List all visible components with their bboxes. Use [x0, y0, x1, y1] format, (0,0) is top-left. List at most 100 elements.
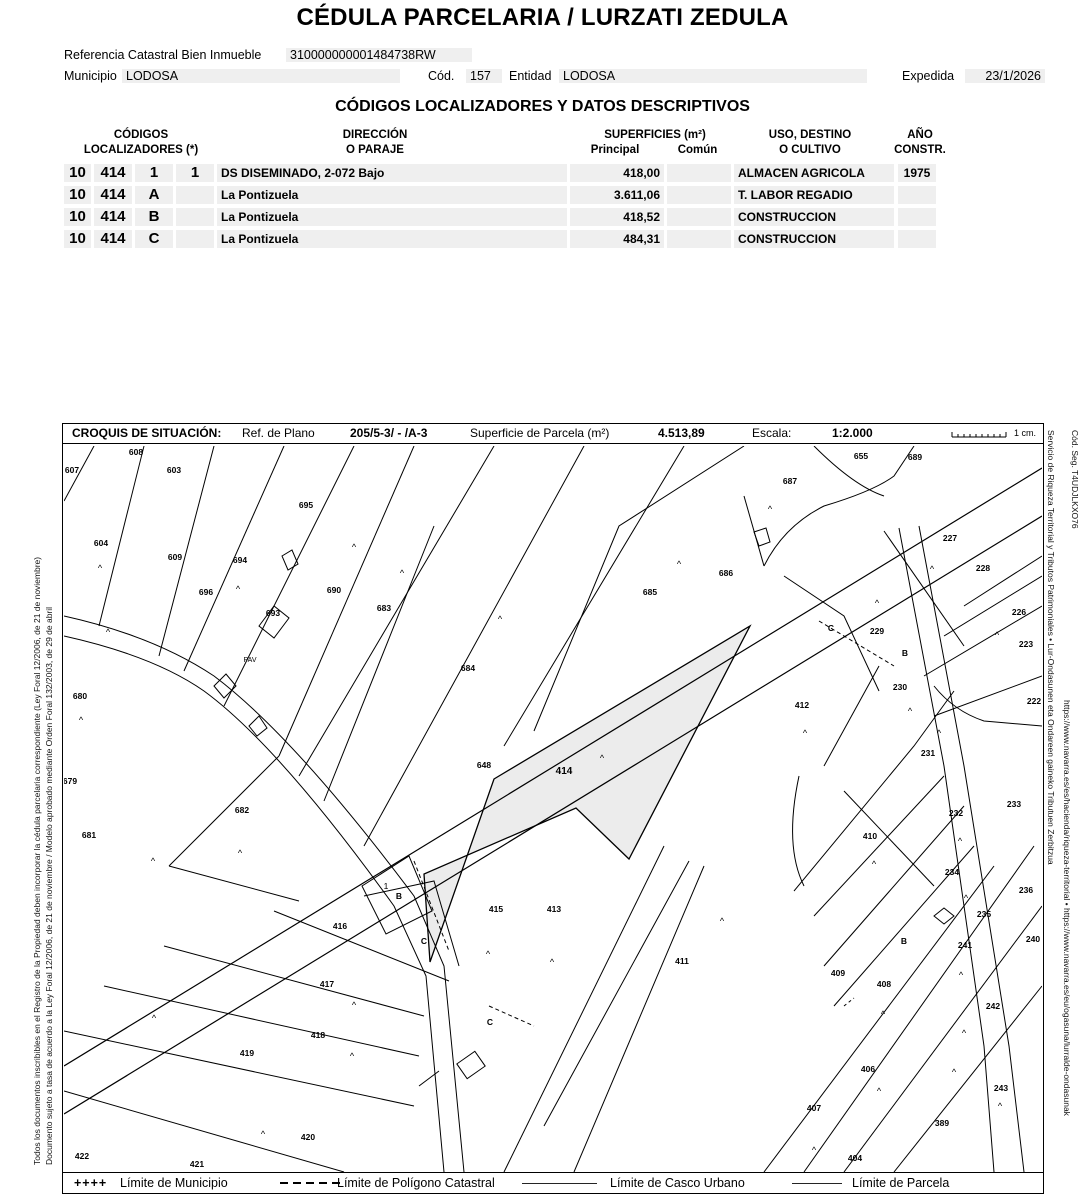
label-240: 240 — [1026, 934, 1040, 944]
label-241: 241 — [958, 940, 972, 950]
side-note-right-2: Cód. Seg. T4UDJLKXO76 — [1070, 430, 1080, 529]
label-222: 222 — [1027, 696, 1041, 706]
label-234: 234 — [945, 867, 959, 877]
label-417: 417 — [320, 979, 334, 989]
label-686: 686 — [719, 568, 733, 578]
label-655: 655 — [854, 451, 868, 461]
label-sub-c3: C — [828, 623, 834, 633]
cadastral-map: 414 648 415 413 411 412 410 409 408 406 … — [64, 446, 1042, 1172]
referencia-label: Referencia Catastral Bien Inmueble — [64, 48, 262, 62]
header-comun: Común — [677, 144, 718, 156]
svg-text:^: ^ — [959, 970, 964, 980]
table-cell-c1: 10 — [64, 186, 91, 204]
ref-plano-value: 205/5-3/ - /A-3 — [350, 426, 428, 440]
legend-casco-symbol: —————— — [522, 1176, 597, 1190]
label-409: 409 — [831, 968, 845, 978]
label-389: 389 — [935, 1118, 949, 1128]
table-cell-anio: 1975 — [898, 164, 936, 182]
svg-text:^: ^ — [238, 848, 243, 858]
referencia-value: 310000000001484738RW — [286, 48, 472, 62]
referencia-row: Referencia Catastral Bien Inmueble 31000… — [62, 47, 1045, 63]
table-cell-anio — [898, 230, 936, 248]
table-cell-direccion: La Pontizuela — [217, 230, 567, 248]
label-607: 607 — [65, 465, 79, 475]
label-415: 415 — [489, 904, 503, 914]
svg-text:^: ^ — [995, 630, 1000, 640]
table-cell-c2: 414 — [94, 208, 132, 226]
label-413: 413 — [547, 904, 561, 914]
legend-municipio: Límite de Municipio — [120, 1176, 228, 1190]
label-sub-c: C — [421, 936, 427, 946]
table-cell-anio — [898, 208, 936, 226]
table-cell-principal: 418,00 — [570, 164, 664, 182]
expedida-label: Expedida — [902, 69, 955, 83]
svg-text:^: ^ — [261, 1129, 266, 1139]
label-420: 420 — [301, 1132, 315, 1142]
label-410: 410 — [863, 831, 877, 841]
label-682: 682 — [235, 805, 249, 815]
label-684: 684 — [461, 663, 475, 673]
label-609: 609 — [168, 552, 182, 562]
table-cell-uso: T. LABOR REGADIO — [734, 186, 894, 204]
table-cell-c4 — [176, 186, 214, 204]
label-683: 683 — [377, 603, 391, 613]
svg-text:^: ^ — [937, 728, 942, 738]
escala-label: Escala: — [752, 426, 792, 440]
header-codigos: CÓDIGOS LOCALIZADORES (*) — [83, 129, 199, 156]
label-694: 694 — [233, 555, 247, 565]
side-note-left-1: Todos los documentos inscribibles en el … — [32, 556, 42, 1165]
dashed-line-icon — [280, 1182, 340, 1184]
map-legend: ++++ Límite de Municipio Límite de Políg… — [62, 1172, 1044, 1194]
croquis-bar: CROQUIS DE SITUACIÓN: Ref. de Plano 205/… — [62, 423, 1044, 444]
svg-text:^: ^ — [998, 1101, 1003, 1111]
svg-text:^: ^ — [872, 859, 877, 869]
side-note-right-1: Servicio de Riqueza Territorial y Tribut… — [1046, 430, 1056, 865]
label-604: 604 — [94, 538, 108, 548]
svg-text:^: ^ — [550, 957, 555, 967]
table-cell-c2: 414 — [94, 230, 132, 248]
label-693: 693 — [266, 608, 280, 618]
superficie-value: 4.513,89 — [658, 426, 705, 440]
table-cell-principal: 3.611,06 — [570, 186, 664, 204]
label-687: 687 — [783, 476, 797, 486]
header-principal: Principal — [590, 144, 640, 156]
label-603: 603 — [167, 465, 181, 475]
table-cell-direccion: La Pontizuela — [217, 208, 567, 226]
label-648: 648 — [477, 760, 491, 770]
page-title: CÉDULA PARCELARIA / LURZATI ZEDULA — [296, 4, 789, 31]
svg-text:^: ^ — [152, 1013, 157, 1023]
scale-bar-label: 1 cm. — [1014, 428, 1037, 438]
header-uso: USO, DESTINO O CULTIVO — [768, 129, 852, 156]
label-407: 407 — [807, 1103, 821, 1113]
table-cell-c4 — [176, 230, 214, 248]
label-681: 681 — [82, 830, 96, 840]
label-sub-b: B — [396, 891, 402, 901]
legend-parcela-symbol: ———— — [792, 1176, 842, 1190]
label-230: 230 — [893, 682, 907, 692]
map-frame — [62, 423, 1044, 1194]
table-cell-uso: ALMACEN AGRICOLA — [734, 164, 894, 182]
croquis-label: CROQUIS DE SITUACIÓN: — [72, 426, 222, 440]
svg-text:^: ^ — [875, 598, 880, 608]
table-cell-comun — [667, 186, 731, 204]
table-cell-c1: 10 — [64, 164, 91, 182]
label-422: 422 — [75, 1151, 89, 1161]
label-414: 414 — [556, 766, 573, 777]
table-cell-uso: CONSTRUCCION — [734, 230, 894, 248]
entidad-label: Entidad — [509, 69, 552, 83]
label-sub-c2: C — [487, 1017, 493, 1027]
table-cell-comun — [667, 164, 731, 182]
svg-text:^: ^ — [600, 753, 605, 763]
svg-text:^: ^ — [677, 559, 682, 569]
cod-label: Cód. — [428, 69, 455, 83]
header-superficies: SUPERFICIES (m²) — [604, 129, 706, 141]
label-690: 690 — [327, 585, 341, 595]
label-418: 418 — [311, 1030, 325, 1040]
table-cell-comun — [667, 208, 731, 226]
cod-value: 157 — [466, 69, 502, 83]
table-cell-direccion: DS DISEMINADO, 2-072 Bajo — [217, 164, 567, 182]
svg-text:^: ^ — [400, 568, 405, 578]
svg-text:^: ^ — [720, 916, 725, 926]
svg-text:^: ^ — [486, 949, 491, 959]
table-cell-principal: 484,31 — [570, 230, 664, 248]
